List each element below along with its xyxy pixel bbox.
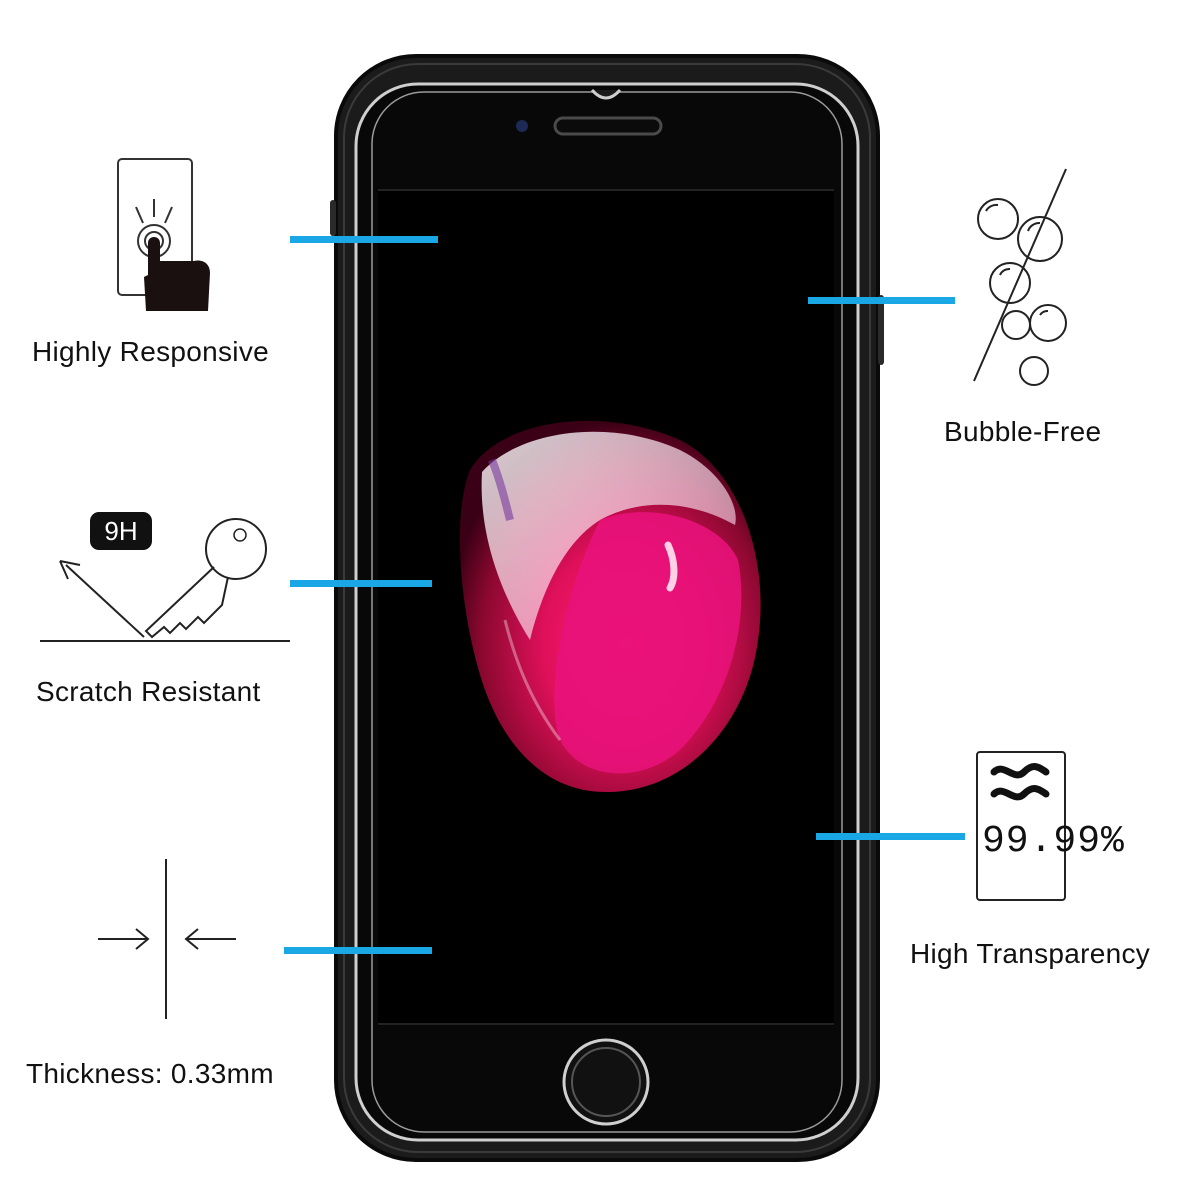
pointer-transparency bbox=[816, 833, 965, 840]
wave-lines-icon bbox=[990, 763, 1050, 801]
hardness-badge-text: 9H bbox=[104, 516, 138, 546]
hardness-badge: 9H bbox=[90, 512, 152, 550]
front-camera bbox=[516, 120, 528, 132]
pointer-thickness bbox=[284, 947, 432, 954]
label-highly-responsive: Highly Responsive bbox=[32, 336, 269, 367]
label-bubble-free: Bubble-Free bbox=[944, 416, 1102, 447]
bubbles-icon bbox=[973, 168, 1067, 386]
pointer-scratch bbox=[290, 580, 432, 587]
label-scratch-resistant: Scratch Resistant bbox=[36, 676, 261, 707]
earpiece-speaker bbox=[553, 116, 663, 136]
pointer-responsive bbox=[290, 236, 438, 243]
key-scratch-icon bbox=[40, 518, 290, 642]
label-high-transparency: High Transparency bbox=[910, 938, 1151, 969]
pointer-bubble bbox=[808, 297, 955, 304]
label-thickness: Thickness: 0.33mm bbox=[26, 1058, 274, 1089]
transparency-value: 99.99% bbox=[982, 820, 1125, 863]
red-drop-wallpaper bbox=[459, 420, 761, 793]
thickness-arrows-icon bbox=[98, 859, 236, 1019]
home-button bbox=[562, 1038, 650, 1126]
touch-finger-icon bbox=[117, 158, 210, 311]
